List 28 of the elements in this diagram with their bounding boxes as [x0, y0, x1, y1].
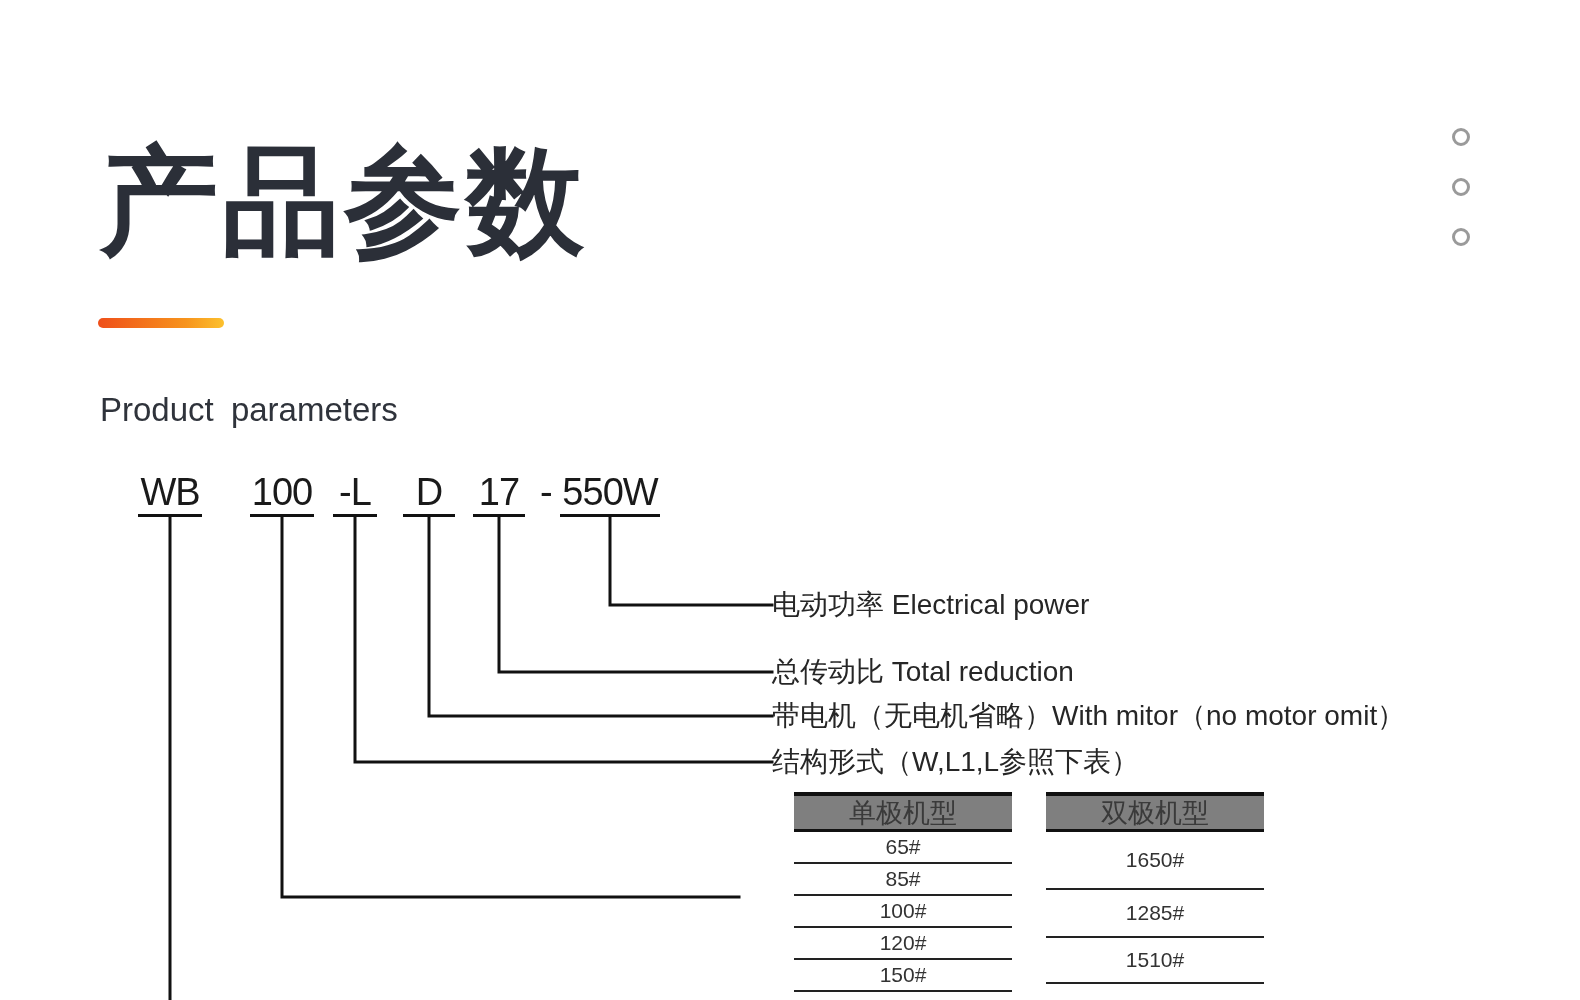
parameter-label: 结构形式（W,L1,L参照下表）	[772, 744, 1140, 780]
leader-line	[497, 515, 774, 674]
model-code-part: -L	[333, 470, 377, 517]
model-code-part: 17	[473, 470, 525, 517]
model-number: 1510#	[1046, 938, 1264, 984]
model-number: 85#	[794, 864, 1012, 896]
leader-line	[427, 515, 774, 718]
leader-line	[608, 515, 774, 607]
parameter-label: 电动功率 Electrical power	[772, 587, 1090, 623]
parameter-label: 总传动比 Total reduction	[772, 654, 1074, 690]
model-code-part: 100	[250, 470, 314, 517]
model-number: 1650#	[1046, 832, 1264, 890]
model-number: 100#	[794, 896, 1012, 928]
leader-line	[353, 515, 774, 764]
model-code-part: D	[403, 470, 455, 517]
model-number: 120#	[794, 928, 1012, 960]
column-header: 单极机型	[794, 792, 1012, 832]
subtitle: Product parameters	[100, 390, 398, 430]
leader-line	[280, 515, 741, 899]
parameter-label: 带电机（无电机省略）With mitor（no motor omit）	[772, 698, 1406, 734]
model-code-part: 550W	[560, 470, 660, 517]
column-header: 双极机型	[1046, 792, 1264, 832]
separator-dash: -	[540, 470, 553, 514]
model-number: 150#	[794, 960, 1012, 992]
model-code-part: WB	[138, 470, 202, 517]
leader-line	[168, 515, 172, 1000]
model-number: 1285#	[1046, 890, 1264, 938]
model-number: 65#	[794, 832, 1012, 864]
